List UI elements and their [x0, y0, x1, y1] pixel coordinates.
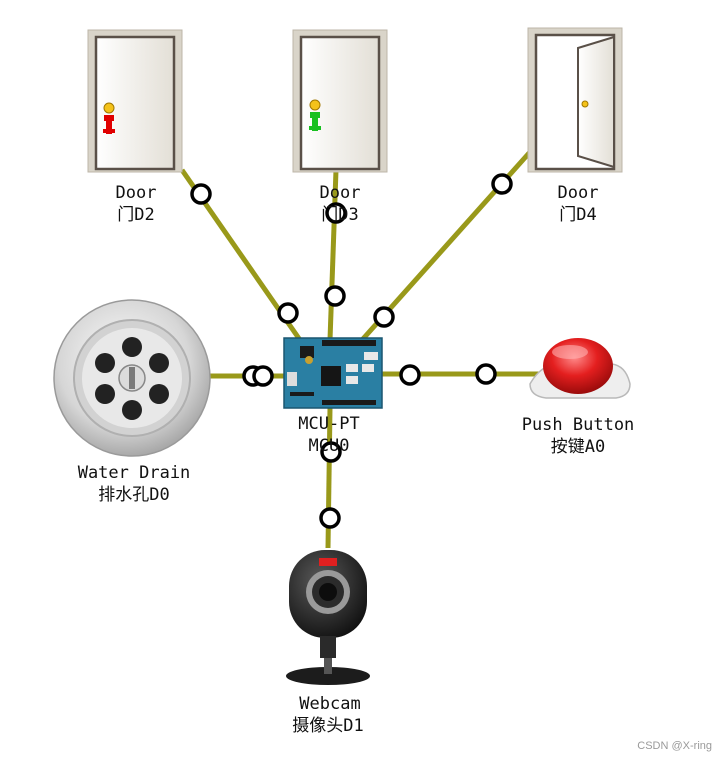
door-closed-green-icon	[292, 29, 388, 173]
door-d4-device[interactable]: Door 门D4	[527, 27, 623, 225]
door-d4-name: Door	[558, 183, 599, 203]
port-ring	[252, 365, 274, 387]
door-closed-red-icon	[87, 29, 183, 173]
door-open-icon	[527, 27, 623, 173]
port-ring	[399, 364, 421, 386]
link-ports	[190, 173, 513, 529]
webcam-icon	[286, 550, 370, 685]
port-ring	[475, 363, 497, 385]
webcam-label: 摄像头D1	[292, 716, 363, 736]
push-button-name: Push Button	[522, 415, 635, 435]
water-drain-name: Water Drain	[78, 463, 191, 483]
push-button-icon	[529, 338, 631, 399]
door-d2-device[interactable]: Door 门D2	[87, 29, 183, 225]
mcu-device[interactable]: MCU-PT MCU0	[283, 337, 383, 456]
door-d2-name: Door	[116, 183, 157, 203]
port-ring	[190, 183, 212, 205]
port-ring	[373, 306, 395, 328]
webcam-device[interactable]: Webcam 摄像头D1	[286, 550, 370, 736]
door-d3-name: Door	[320, 183, 361, 203]
webcam-name: Webcam	[299, 694, 360, 714]
push-button-label: 按键A0	[551, 437, 605, 457]
mcu-name: MCU-PT	[298, 414, 359, 434]
door-d3-device[interactable]: Door 门D3	[292, 29, 388, 225]
push-button-device[interactable]: Push Button 按键A0	[522, 338, 635, 457]
mcu-label: MCU0	[309, 436, 350, 456]
water-drain-device[interactable]: Water Drain 排水孔D0	[53, 299, 211, 505]
door-d2-label: 门D2	[117, 205, 154, 225]
microcontroller-board-icon	[283, 337, 383, 409]
water-drain-label: 排水孔D0	[98, 485, 169, 505]
port-ring	[324, 285, 346, 307]
door-d3-label: 门D3	[321, 205, 358, 225]
port-ring	[325, 202, 347, 224]
port-ring	[319, 507, 341, 529]
port-ring	[277, 302, 299, 324]
door-d4-label: 门D4	[559, 205, 596, 225]
water-drain-icon	[53, 299, 211, 457]
link-door-d3[interactable]	[327, 169, 339, 341]
port-ring	[491, 173, 513, 195]
watermark: CSDN @X-ring	[637, 740, 712, 752]
port-ring	[320, 441, 342, 463]
